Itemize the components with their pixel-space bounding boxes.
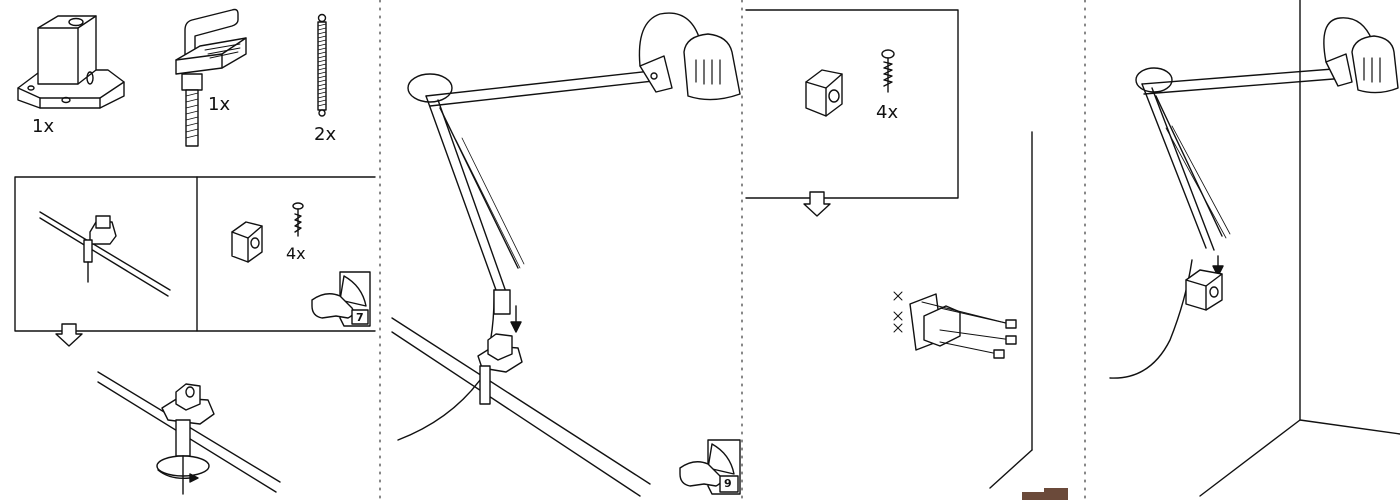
- clamp-block-qty: 1x: [32, 116, 55, 137]
- page-turn-icon-9: [679, 439, 741, 495]
- wall-lamp-illustration: [1109, 0, 1400, 497]
- wall-bracket-small: [231, 221, 263, 263]
- page-ref-7: 7: [356, 311, 364, 324]
- page-turn-icon-7: [311, 271, 371, 327]
- clamp-screw-part: [175, 8, 247, 147]
- page-ref-9: 9: [724, 477, 732, 490]
- screw-qty-left: 4x: [286, 244, 306, 263]
- screw-small-left: [292, 202, 304, 237]
- center-lamp-illustration: [391, 12, 741, 497]
- lamp-head: [683, 33, 741, 101]
- wall-bracket-medium: [805, 69, 843, 117]
- right-step-panel: [745, 9, 959, 199]
- clamp-screw-qty: 1x: [208, 94, 231, 115]
- step-arrow-left: [55, 323, 83, 347]
- wall-mount-illustration: [893, 131, 1068, 500]
- screw-qty-right: 4x: [876, 102, 899, 123]
- step-arrow-right: [803, 191, 831, 217]
- arm-spring: [455, 137, 525, 269]
- spring-qty: 2x: [314, 124, 337, 145]
- page-separators: [379, 0, 1086, 500]
- screw-medium: [881, 49, 895, 93]
- lamp-head-right: [1351, 35, 1399, 94]
- spring-part: [317, 13, 327, 117]
- x-marks: [893, 291, 903, 333]
- left-step-panel: [14, 176, 376, 332]
- clamp-block-part: [17, 15, 125, 109]
- clamp-tighten-illustration: [97, 371, 281, 495]
